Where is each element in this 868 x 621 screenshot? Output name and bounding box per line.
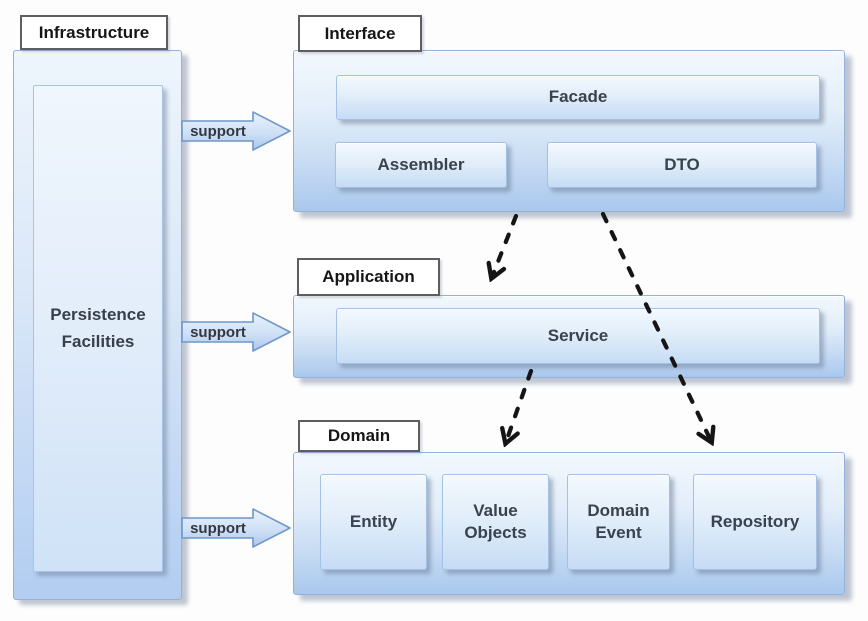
application-label: Application xyxy=(297,258,440,296)
domain-event-box: Domain Event xyxy=(567,474,670,570)
interface-label: Interface xyxy=(298,15,422,52)
support-arrow-domain: support xyxy=(181,508,291,548)
persistence-facilities-box: Persistence Facilities xyxy=(33,85,163,572)
dto-box: DTO xyxy=(547,142,817,188)
support-label: support xyxy=(190,520,246,537)
persistence-facilities-text: Persistence Facilities xyxy=(50,305,146,351)
value-objects-box: Value Objects xyxy=(442,474,549,570)
assembler-box: Assembler xyxy=(335,142,507,188)
connector-facade-to-service xyxy=(492,213,519,277)
facade-box: Facade xyxy=(336,75,820,120)
domain-label: Domain xyxy=(298,420,420,452)
support-label: support xyxy=(190,324,246,341)
entity-box: Entity xyxy=(320,474,427,570)
support-arrow-application: support xyxy=(181,312,291,352)
connector-service-to-domain xyxy=(506,368,534,442)
infrastructure-label: Infrastructure xyxy=(20,15,168,50)
support-arrow-interface: support xyxy=(181,111,291,151)
support-label: support xyxy=(190,123,246,140)
service-box: Service xyxy=(336,308,820,364)
repository-box: Repository xyxy=(693,474,817,570)
